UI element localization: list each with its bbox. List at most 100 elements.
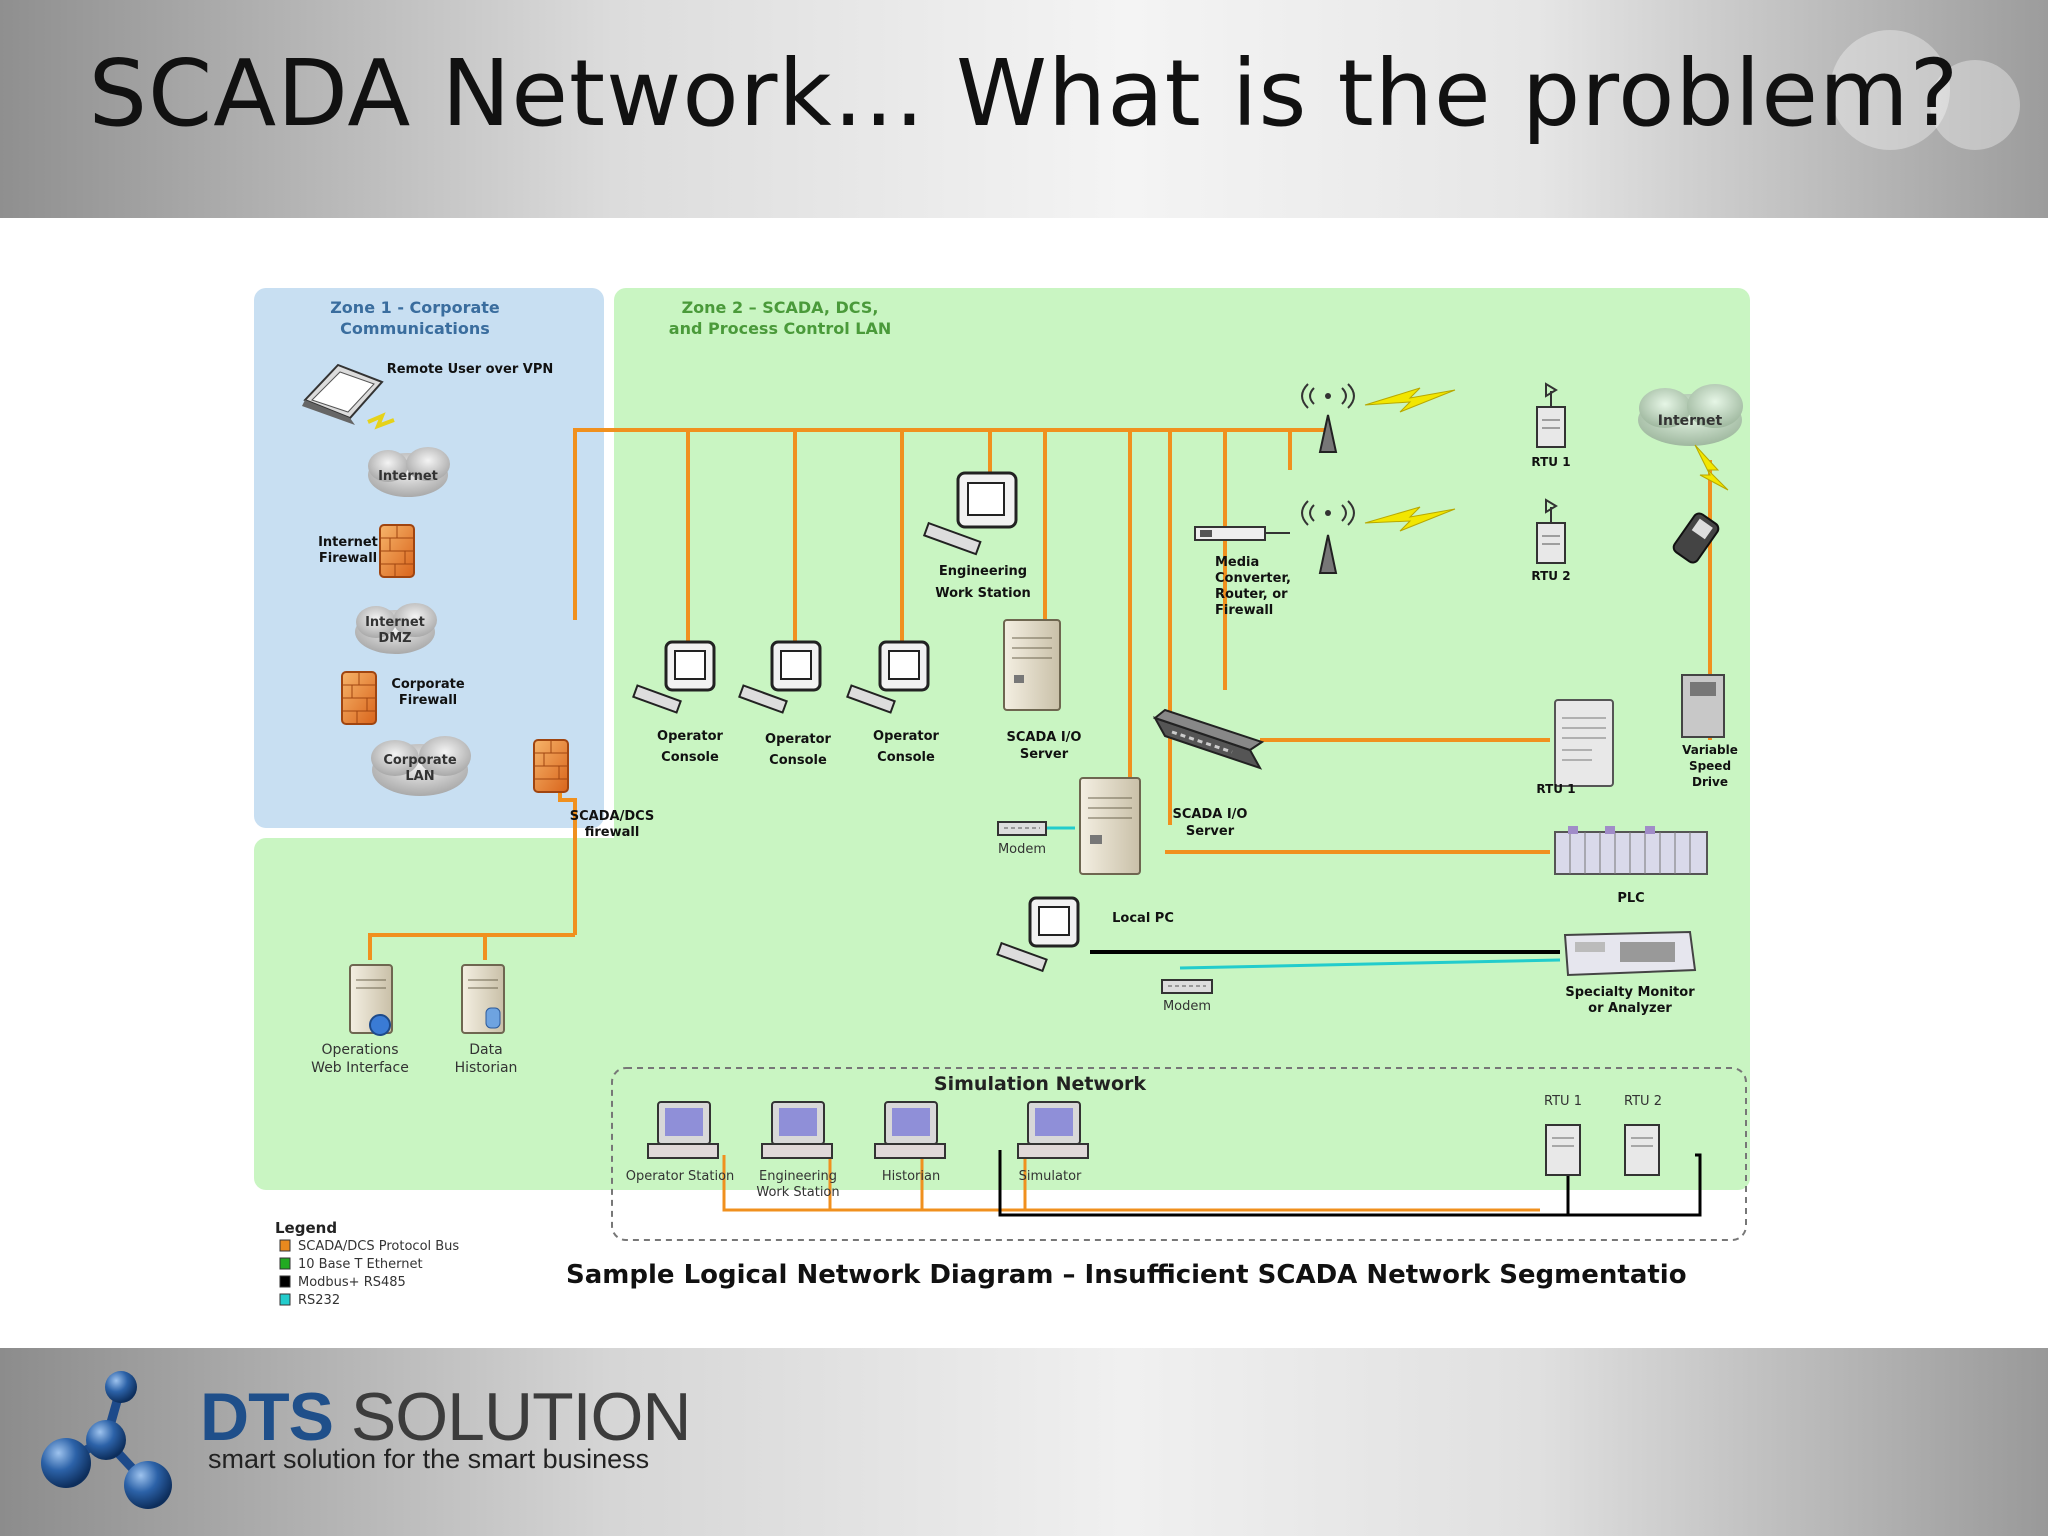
modem-1-icon bbox=[997, 821, 1047, 836]
operator-console-1-label-1: Operator bbox=[657, 729, 724, 744]
phone-icon bbox=[1672, 512, 1720, 564]
corporate-firewall-label-2: Firewall bbox=[399, 693, 457, 708]
media-converter-label-2: Converter, bbox=[1215, 571, 1291, 586]
media-converter-label-1: Media bbox=[1215, 555, 1259, 570]
rtu-radio-2-label: RTU 2 bbox=[1531, 569, 1570, 583]
corporate-firewall-label-1: Corporate bbox=[391, 677, 465, 692]
corporate-firewall-icon bbox=[341, 671, 377, 725]
sim-operator-station-label: Operator Station bbox=[626, 1169, 735, 1184]
vsd-label-3: Drive bbox=[1692, 775, 1728, 789]
radio-antenna-2-icon bbox=[1301, 500, 1355, 574]
plc-label: PLC bbox=[1617, 891, 1644, 906]
rtu-radio-1-icon bbox=[1536, 382, 1566, 448]
sim-rtu-2-label: RTU 2 bbox=[1624, 1094, 1662, 1109]
historian-server-icon bbox=[461, 964, 505, 1034]
sim-rtu-1-label: RTU 1 bbox=[1544, 1094, 1582, 1109]
engineering-workstation-icon bbox=[922, 471, 1018, 556]
modem-1-label: Modem bbox=[998, 842, 1046, 857]
wireless-bolt-3-icon bbox=[1694, 444, 1729, 491]
sim-historian-icon bbox=[874, 1101, 946, 1159]
diagram-caption: Sample Logical Network Diagram – Insuffi… bbox=[566, 1260, 1687, 1290]
scada-firewall-icon bbox=[533, 739, 569, 793]
network-diagram: Zone 1 - Corporate Communications Zone 2… bbox=[254, 288, 1750, 1308]
scada-io-server-2-label-1: SCADA I/O bbox=[1173, 807, 1248, 822]
simulation-bus bbox=[722, 1155, 1540, 1212]
rtu-1-label: RTU 1 bbox=[1536, 782, 1575, 796]
modem-2-label: Modem bbox=[1163, 999, 1211, 1014]
operator-console-2-label-2: Console bbox=[769, 753, 827, 768]
media-converter-label-3: Router, or bbox=[1215, 587, 1288, 602]
media-converter-icon bbox=[1194, 526, 1266, 541]
sim-historian-label: Historian bbox=[882, 1169, 940, 1184]
local-pc-icon bbox=[996, 896, 1080, 973]
scada-firewall-label-1: SCADA/DCS bbox=[570, 809, 655, 824]
radio-antenna-1-icon bbox=[1301, 383, 1355, 453]
dmz-label-2: DMZ bbox=[378, 631, 411, 646]
cloud-icon bbox=[368, 447, 450, 497]
scada-io-server-1-label-1: SCADA I/O bbox=[1007, 730, 1082, 745]
operator-console-3-label-2: Console bbox=[877, 750, 935, 765]
sim-operator-station-icon bbox=[647, 1101, 719, 1159]
rs232-line bbox=[1179, 958, 1561, 970]
scada-io-server-2-icon bbox=[1079, 777, 1141, 875]
simulation-network-box bbox=[611, 1067, 1747, 1241]
sim-engineering-ws-icon bbox=[761, 1101, 833, 1159]
data-historian-label-2: Historian bbox=[455, 1060, 518, 1076]
legend-label-rs232: RS232 bbox=[298, 1293, 340, 1308]
zone1-title-line1: Zone 1 - Corporate bbox=[330, 298, 500, 317]
dmz-label-1: Internet bbox=[365, 615, 425, 630]
internet-firewall-icon bbox=[379, 524, 415, 578]
brand-dts: DTS bbox=[200, 1379, 334, 1455]
simulation-title: Simulation Network bbox=[934, 1073, 1146, 1095]
internet-cloud-right-icon bbox=[1638, 384, 1743, 446]
local-pc-label: Local PC bbox=[1112, 911, 1174, 926]
brand-tagline: smart solution for the smart business bbox=[208, 1444, 650, 1474]
network-switch-icon bbox=[1152, 708, 1265, 770]
media-converter-label-4: Firewall bbox=[1215, 603, 1273, 618]
rtu-radio-2-icon bbox=[1536, 498, 1566, 564]
simulation-rs485-line bbox=[998, 1150, 1702, 1217]
legend-label-bus: SCADA/DCS Protocol Bus bbox=[298, 1239, 459, 1254]
internet-firewall-label-1: Internet bbox=[318, 535, 378, 550]
operator-console-3-icon bbox=[846, 640, 930, 714]
bokeh-decoration bbox=[1830, 30, 1950, 150]
plc-icon bbox=[1554, 826, 1708, 875]
scada-firewall-label-2: firewall bbox=[585, 825, 640, 840]
corporate-lan-label-1: Corporate bbox=[383, 753, 457, 768]
sim-rtu-2-icon bbox=[1624, 1124, 1660, 1176]
zone2-title-line1: Zone 2 – SCADA, DCS, bbox=[682, 298, 879, 317]
brand-name: DTS SOLUTION bbox=[200, 1378, 691, 1456]
operator-console-3-label-1: Operator bbox=[873, 729, 940, 744]
engineering-ws-label-2: Work Station bbox=[935, 586, 1031, 601]
specialty-monitor-label-1: Specialty Monitor bbox=[1565, 985, 1695, 1000]
sim-engineering-ws-label-2: Work Station bbox=[756, 1185, 839, 1200]
sim-rtu-1-icon bbox=[1545, 1124, 1581, 1176]
zone1-title-line2: Communications bbox=[340, 319, 490, 338]
sim-engineering-ws-label-1: Engineering bbox=[759, 1169, 837, 1184]
legend-title: Legend bbox=[275, 1219, 337, 1237]
dts-logo-icon bbox=[41, 1371, 172, 1509]
operator-console-1-icon bbox=[632, 640, 716, 714]
zone2-background bbox=[614, 288, 1750, 938]
footer-band bbox=[0, 1348, 2048, 1536]
legend-label-rs485: Modbus+ RS485 bbox=[298, 1275, 406, 1290]
internet-cloud-label: Internet bbox=[378, 469, 438, 484]
web-server-icon bbox=[349, 964, 393, 1036]
modem-2-icon bbox=[1161, 979, 1213, 994]
corporate-lan-label-2: LAN bbox=[405, 769, 434, 784]
operations-web-label-2: Web Interface bbox=[311, 1060, 409, 1076]
slide-title: SCADA Network… What is the problem? bbox=[88, 40, 1960, 147]
legend-items: SCADA/DCS Protocol Bus 10 Base T Etherne… bbox=[279, 1239, 459, 1308]
variable-speed-drive-icon bbox=[1681, 674, 1725, 738]
laptop-icon bbox=[302, 363, 384, 425]
corporate-lan-cloud-icon bbox=[371, 736, 471, 796]
wireless-bolt-1-icon bbox=[1364, 387, 1456, 413]
operator-console-1-label-2: Console bbox=[661, 750, 719, 765]
vsd-label-2: Speed bbox=[1689, 759, 1731, 773]
operations-web-label-1: Operations bbox=[322, 1042, 399, 1058]
internet-firewall-label-2: Firewall bbox=[319, 551, 377, 566]
header-band bbox=[0, 0, 2048, 218]
specialty-monitor-label-2: or Analyzer bbox=[1588, 1001, 1672, 1016]
wireless-link-icon bbox=[367, 412, 395, 430]
sim-simulator-label: Simulator bbox=[1019, 1169, 1082, 1184]
